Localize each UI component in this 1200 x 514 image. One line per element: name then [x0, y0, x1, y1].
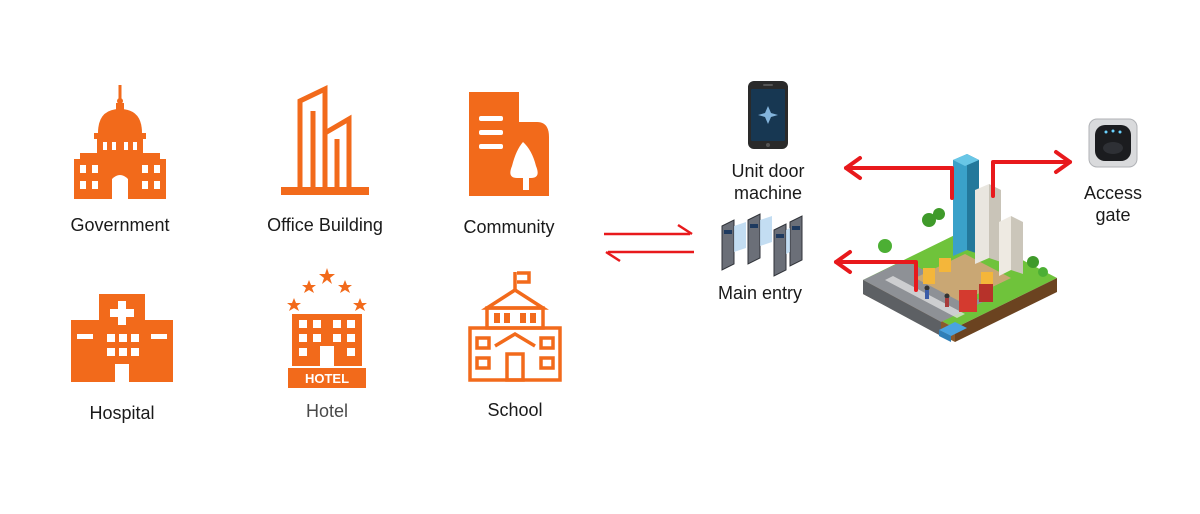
unit-door-label-line1: Unit door	[731, 161, 805, 181]
category-hotel: HOTEL Hotel	[262, 268, 392, 422]
bidirectional-arrow-icon	[604, 223, 694, 263]
isometric-community-illustration	[863, 154, 1057, 342]
hotel-icon: HOTEL	[287, 268, 367, 388]
smartphone-icon	[748, 81, 788, 149]
access-gate-label-line2: gate	[1095, 205, 1131, 225]
government-dome-icon	[74, 85, 166, 199]
category-hospital: Hospital	[57, 294, 187, 424]
device-main-entry: Main entry	[700, 212, 820, 304]
category-community: Community	[444, 92, 574, 238]
community-building-icon	[468, 92, 549, 196]
access-reader-icon	[1088, 118, 1138, 168]
hotel-sign-text: HOTEL	[305, 371, 349, 386]
hospital-icon	[71, 294, 173, 382]
main-entry-label: Main entry	[717, 283, 803, 303]
access-gate-label-line1: Access	[1083, 183, 1143, 203]
category-office-building: Office Building	[250, 83, 400, 236]
school-icon	[468, 271, 562, 382]
office-building-icon	[281, 85, 369, 195]
category-label: Hospital	[89, 403, 155, 423]
category-school: School	[450, 270, 580, 421]
category-label: Government	[70, 215, 170, 235]
category-label: School	[487, 400, 543, 420]
category-label: Hotel	[305, 401, 349, 421]
device-unit-door-machine: Unit door machine	[708, 80, 828, 204]
unit-door-label-line2: machine	[733, 183, 803, 203]
category-label: Office Building	[267, 215, 383, 235]
turnstile-gate-icon	[721, 213, 803, 277]
category-government: Government	[55, 85, 185, 236]
device-access-gate: Access gate	[1058, 118, 1168, 226]
category-label: Community	[463, 217, 555, 237]
